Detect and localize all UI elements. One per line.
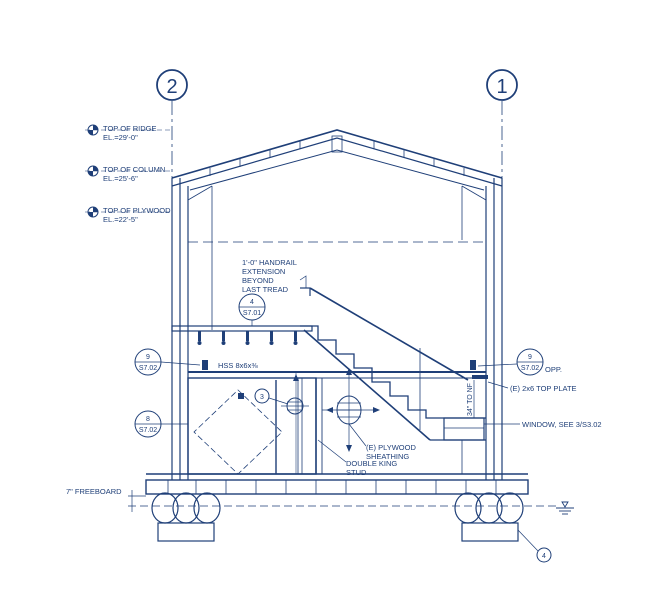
handrail-note: 1'-0" HANDRAIL EXTENSION BEYOND LAST TRE… xyxy=(242,258,307,294)
svg-text:34" TO NF: 34" TO NF xyxy=(467,383,474,416)
svg-text:4: 4 xyxy=(542,553,546,560)
svg-text:8: 8 xyxy=(146,416,150,423)
svg-text:S7.02: S7.02 xyxy=(139,427,157,434)
elevation-label-column: TOP OF COLUMN xyxy=(103,165,165,174)
handrail-height-dimension: 34" TO NF xyxy=(467,380,475,418)
elevation-label-plywood: TOP OF PLYWOOD xyxy=(103,206,171,215)
detail-callout-3: 3 xyxy=(254,388,289,405)
window-note: WINDOW, SEE 3/S3.02 xyxy=(484,420,602,429)
hss-label: HSS 8x6x⅜ xyxy=(218,361,258,370)
elevation-marker-ridge: TOP OF RIDGE EL.=29'-0" xyxy=(85,124,172,142)
elevation-value-plywood: EL.=22'-5" xyxy=(103,215,138,224)
svg-text:(E) PLYWOOD: (E) PLYWOOD xyxy=(366,443,416,452)
grid-label-1: 1 xyxy=(496,76,507,98)
sheathing-detail xyxy=(281,368,380,474)
opp-note: OPP. xyxy=(545,365,562,374)
grid-line-1: 1 xyxy=(486,69,518,480)
plywood-sheathing-note: (E) PLYWOOD SHEATHING xyxy=(348,423,416,461)
svg-text:9: 9 xyxy=(146,354,150,361)
elevation-value-column: EL.=25'-6" xyxy=(103,174,138,183)
water-level-symbol xyxy=(556,501,574,515)
window xyxy=(430,417,486,474)
elevation-label-ridge: TOP OF RIDGE xyxy=(103,124,156,133)
svg-text:STUD: STUD xyxy=(346,468,367,477)
top-plate-note: (E) 2x6 TOP PLATE xyxy=(487,381,577,393)
grid-label-2: 2 xyxy=(166,76,177,98)
freeboard-dimension: 7" FREEBOARD xyxy=(66,487,560,512)
elevation-marker-column: TOP OF COLUMN EL.=25'-6" xyxy=(85,165,172,183)
svg-text:3: 3 xyxy=(260,394,264,401)
elevation-marker-plywood: TOP OF PLYWOOD EL.=22'-5" xyxy=(85,206,172,224)
right-column xyxy=(461,178,503,480)
svg-text:DOUBLE KING: DOUBLE KING xyxy=(346,459,397,468)
svg-text:WINDOW, SEE 3/S3.02: WINDOW, SEE 3/S3.02 xyxy=(522,420,602,429)
floor-foundation xyxy=(145,473,529,495)
detail-callout-4-s7.01: 4 S7.01 xyxy=(238,293,266,326)
svg-text:1'-0" HANDRAIL: 1'-0" HANDRAIL xyxy=(242,258,297,267)
pontoon-left xyxy=(151,492,221,542)
grid-line-2: 2 xyxy=(156,69,188,480)
svg-text:SHEATHING: SHEATHING xyxy=(366,452,409,461)
svg-text:LAST TREAD: LAST TREAD xyxy=(242,285,289,294)
detail-callout-8-left: 8 S7.02 xyxy=(134,410,188,438)
svg-text:(E) 2x6 TOP PLATE: (E) 2x6 TOP PLATE xyxy=(510,384,577,393)
wall-framing xyxy=(187,377,323,475)
svg-text:EXTENSION: EXTENSION xyxy=(242,267,285,276)
loft-floor xyxy=(171,325,313,345)
svg-text:4: 4 xyxy=(250,299,254,306)
svg-text:S7.02: S7.02 xyxy=(521,365,539,372)
detail-callout-4-pontoon: 4 xyxy=(517,529,552,563)
stair xyxy=(300,287,486,441)
elevation-value-ridge: EL.=29'-0" xyxy=(103,133,138,142)
detail-callout-9-right: 9 S7.02 OPP. xyxy=(477,348,562,376)
pontoon-right xyxy=(454,492,524,542)
svg-text:BEYOND: BEYOND xyxy=(242,276,274,285)
svg-text:9: 9 xyxy=(528,354,532,361)
left-column xyxy=(171,178,213,480)
svg-text:S7.01: S7.01 xyxy=(243,310,261,317)
roof-structure xyxy=(171,129,503,191)
svg-text:S7.02: S7.02 xyxy=(139,365,157,372)
freeboard-label: 7" FREEBOARD xyxy=(66,487,122,496)
king-stud-note: DOUBLE KING STUD xyxy=(317,439,397,477)
detail-callout-9-left: 9 S7.02 xyxy=(134,348,201,376)
